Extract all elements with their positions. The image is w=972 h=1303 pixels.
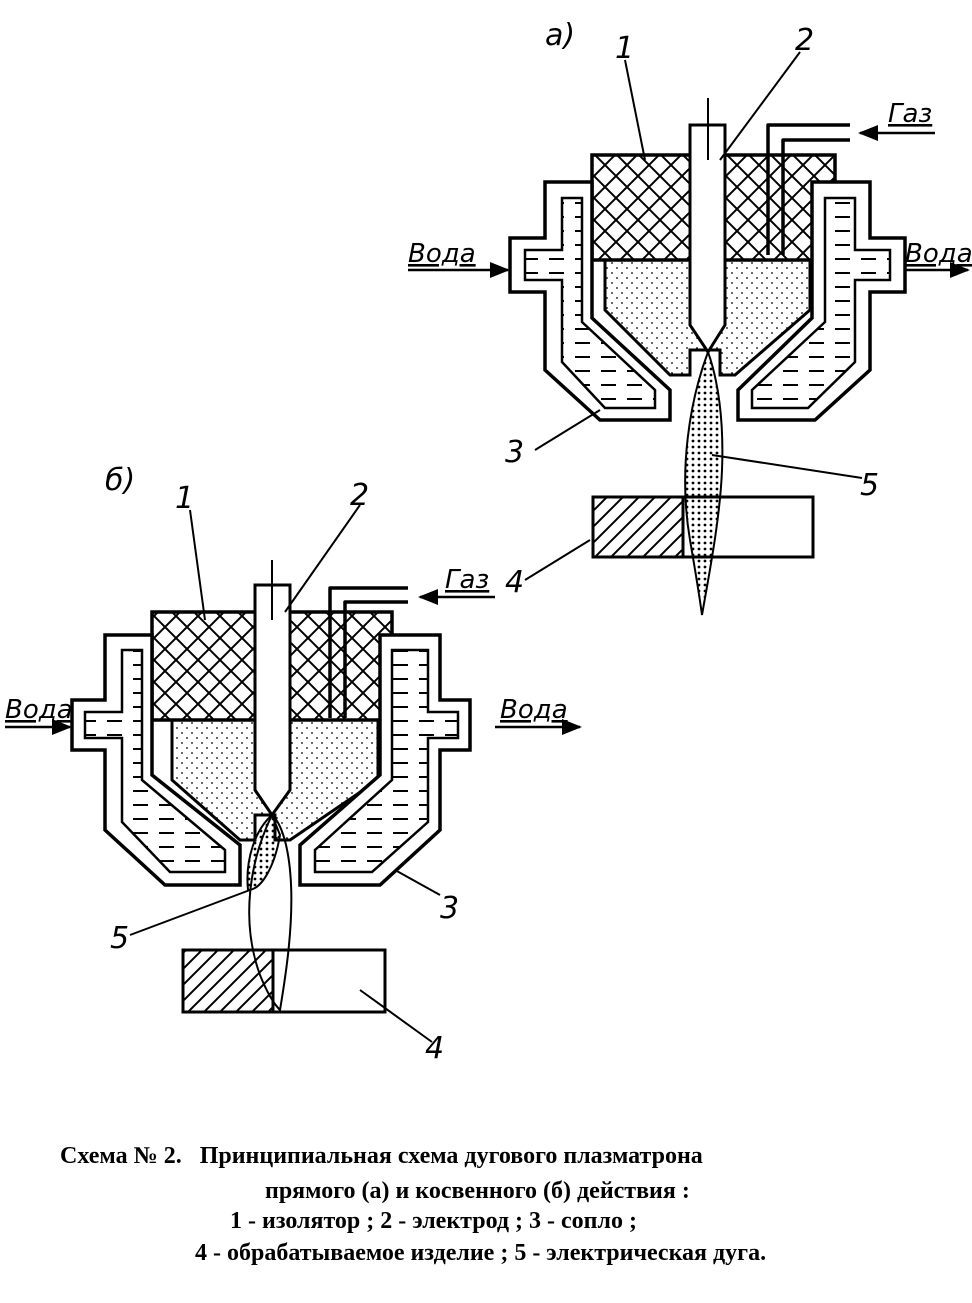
label-5-b: 5	[110, 921, 129, 956]
label-2-a: 2	[795, 23, 814, 58]
plasmatron-diagram: а) 1 2 3 4 5 Газ Вода Вода б) 1 2 3 4 5 …	[5, 18, 972, 1066]
diagram-a	[408, 51, 970, 616]
label-5-a: 5	[860, 468, 879, 503]
water-jacket-left-a	[523, 196, 657, 410]
caption-line-2: прямого (а) и косвенного (б) действия :	[265, 1178, 690, 1204]
gas-pipe-a	[766, 123, 850, 255]
label-1-b: 1	[175, 481, 194, 516]
electrode-a	[688, 123, 727, 355]
workpiece-hatched-a	[591, 495, 685, 559]
caption-line-1: Схема № 2. Принципиальная схема дугового…	[60, 1143, 703, 1170]
label-3-b: 3	[440, 891, 459, 926]
letter-b: б)	[105, 463, 135, 498]
gas-pipe-b	[328, 586, 408, 718]
plasma-jet-b	[248, 813, 293, 1013]
letter-a: а)	[545, 18, 575, 53]
arc-a	[684, 349, 724, 616]
caption-prefix: Схема № 2.	[60, 1143, 182, 1169]
nozzle-body-left-a	[508, 180, 672, 422]
workpiece-b	[271, 948, 387, 1014]
water-jacket-right-a	[750, 196, 892, 410]
water-jacket-left-b	[83, 648, 227, 874]
caption-title: Принципиальная схема дугового плазматрон…	[199, 1143, 703, 1169]
label-4-a: 4	[505, 565, 524, 600]
caption-line-4: 4 - обрабатываемое изделие ; 5 - электри…	[195, 1240, 767, 1266]
water-in-label-a: Вода	[408, 239, 476, 269]
water-in-label-b: Вода	[5, 695, 73, 725]
workpiece-hatched-b	[181, 948, 275, 1014]
label-2-b: 2	[350, 478, 369, 513]
water-jacket-right-b	[313, 648, 460, 874]
diagram-b	[5, 504, 582, 1043]
nozzle-body-right-a	[736, 180, 907, 422]
gas-label-a: Газ	[888, 99, 932, 129]
label-1-a: 1	[615, 31, 634, 66]
nozzle-body-left-b	[70, 633, 242, 887]
label-3-a: 3	[505, 435, 524, 470]
label-4-b: 4	[425, 1031, 444, 1066]
electrode-b	[253, 583, 292, 818]
water-out-label-b: Вода	[500, 695, 568, 725]
gas-label-b: Газ	[445, 565, 489, 595]
workpiece-a	[681, 495, 815, 559]
caption-line-3: 1 - изолятор ; 2 - электрод ; 3 - сопло …	[230, 1208, 637, 1234]
water-out-label-a: Вода	[905, 239, 972, 269]
